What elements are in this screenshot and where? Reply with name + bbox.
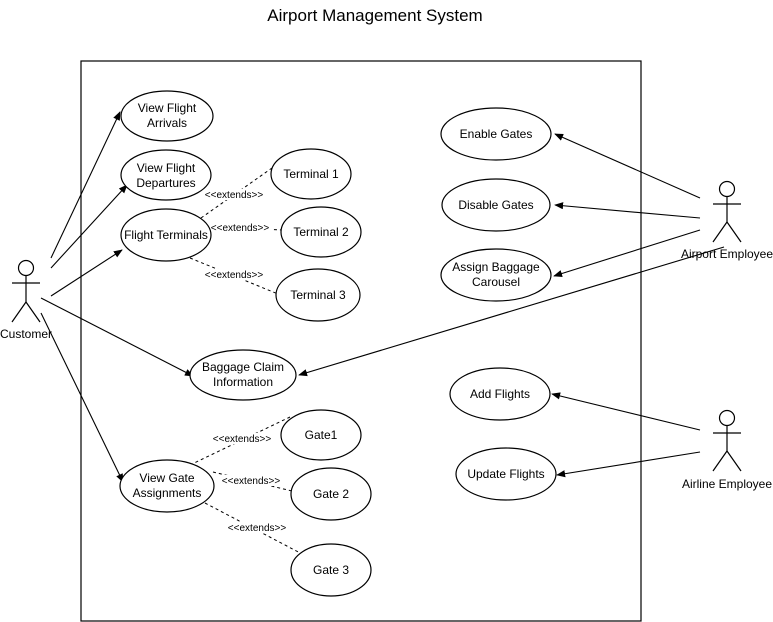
extends-label-gate-2: <<extends>>: [218, 475, 284, 487]
svg-text:<<extends>>: <<extends>>: [211, 223, 270, 234]
svg-text:Gate 3: Gate 3: [313, 563, 349, 577]
airport-employee-actor-label: Airport Employee: [681, 247, 773, 261]
svg-text:<<extends>>: <<extends>>: [205, 270, 264, 281]
airline-employee-to-update-flights: [556, 451, 701, 478]
use-case-baggage-claim-information: Baggage Claim Information: [189, 349, 297, 401]
extends-label-terminal-3: <<extends>>: [201, 269, 267, 281]
use-case-gate-2: Gate 2: [290, 467, 372, 521]
customer-to-view-flight-departures: [50, 184, 128, 269]
svg-text:Assignments: Assignments: [133, 486, 202, 500]
airline-employee-actor-icon: [712, 409, 742, 472]
use-case-flight-terminals: Flight Terminals: [120, 208, 212, 262]
svg-text:Assign Baggage: Assign Baggage: [452, 260, 540, 274]
system-boundary: [80, 60, 642, 622]
use-case-disable-gates: Disable Gates: [441, 178, 551, 232]
svg-text:Flight Terminals: Flight Terminals: [124, 228, 208, 242]
airline-employee-to-add-flights: [551, 392, 701, 431]
use-case-terminal-3: Terminal 3: [275, 268, 361, 322]
use-case-assign-baggage-carousel: Assign Baggage Carousel: [440, 248, 552, 302]
customer-to-view-flight-arrivals: [50, 111, 121, 259]
svg-text:<<extends>>: <<extends>>: [228, 523, 287, 534]
svg-text:Enable Gates: Enable Gates: [460, 127, 533, 141]
customer-to-flight-terminals: [50, 249, 123, 297]
customer-to-view-gate-assignments: [40, 312, 124, 483]
svg-text:Carousel: Carousel: [472, 275, 520, 289]
use-case-enable-gates: Enable Gates: [440, 107, 552, 161]
svg-text:Disable Gates: Disable Gates: [458, 198, 533, 212]
use-case-terminal-2: Terminal 2: [280, 206, 362, 258]
svg-text:Gate1: Gate1: [305, 428, 338, 442]
extends-label-terminal-2: <<extends>>: [207, 222, 273, 234]
svg-text:Update Flights: Update Flights: [467, 467, 544, 481]
svg-text:Information: Information: [213, 375, 273, 389]
svg-text:Arrivals: Arrivals: [147, 116, 187, 130]
airport-employee-to-disable-gates: [554, 202, 701, 219]
airport-employee-actor-icon: [712, 180, 742, 243]
use-case-add-flights: Add Flights: [449, 367, 551, 421]
svg-text:Gate 2: Gate 2: [313, 487, 349, 501]
svg-text:Terminal 3: Terminal 3: [290, 288, 346, 302]
use-case-view-flight-arrivals: View Flight Arrivals: [120, 90, 214, 142]
diagram-title: Airport Management System: [267, 6, 482, 25]
extends-line-terminal-3: [189, 257, 279, 295]
airport-employee-to-assign-baggage-carousel: [553, 229, 701, 277]
airline-employee-actor-label: Airline Employee: [682, 477, 772, 491]
svg-text:View Flight: View Flight: [138, 101, 197, 115]
svg-text:<<extends>>: <<extends>>: [222, 476, 281, 487]
use-case-terminal-1: Terminal 1: [270, 148, 352, 200]
airport-employee-to-baggage-claim: [298, 246, 725, 377]
extends-label-terminal-1: <<extends>>: [201, 189, 267, 201]
svg-text:<<extends>>: <<extends>>: [213, 434, 272, 445]
extends-label-gate-3: <<extends>>: [224, 522, 290, 534]
use-case-view-gate-assignments: View Gate Assignments: [119, 459, 215, 513]
extends-label-gate-1: <<extends>>: [209, 433, 275, 445]
svg-text:View Flight: View Flight: [137, 161, 196, 175]
svg-text:Departures: Departures: [136, 176, 195, 190]
customer-actor-icon: [11, 259, 41, 323]
svg-text:Baggage Claim: Baggage Claim: [202, 360, 284, 374]
svg-text:Terminal 2: Terminal 2: [293, 225, 349, 239]
svg-text:Add Flights: Add Flights: [470, 387, 530, 401]
use-case-update-flights: Update Flights: [455, 447, 557, 501]
customer-to-baggage-claim: [40, 297, 194, 377]
use-case-view-flight-departures: View Flight Departures: [120, 149, 212, 201]
svg-text:<<extends>>: <<extends>>: [205, 190, 264, 201]
svg-text:Terminal 1: Terminal 1: [283, 167, 339, 181]
use-case-gate-1: Gate1: [280, 409, 362, 461]
customer-actor-label: Customer: [0, 327, 52, 341]
use-case-gate-3: Gate 3: [290, 543, 372, 597]
svg-text:View Gate: View Gate: [139, 471, 194, 485]
airport-employee-to-enable-gates: [554, 133, 701, 199]
